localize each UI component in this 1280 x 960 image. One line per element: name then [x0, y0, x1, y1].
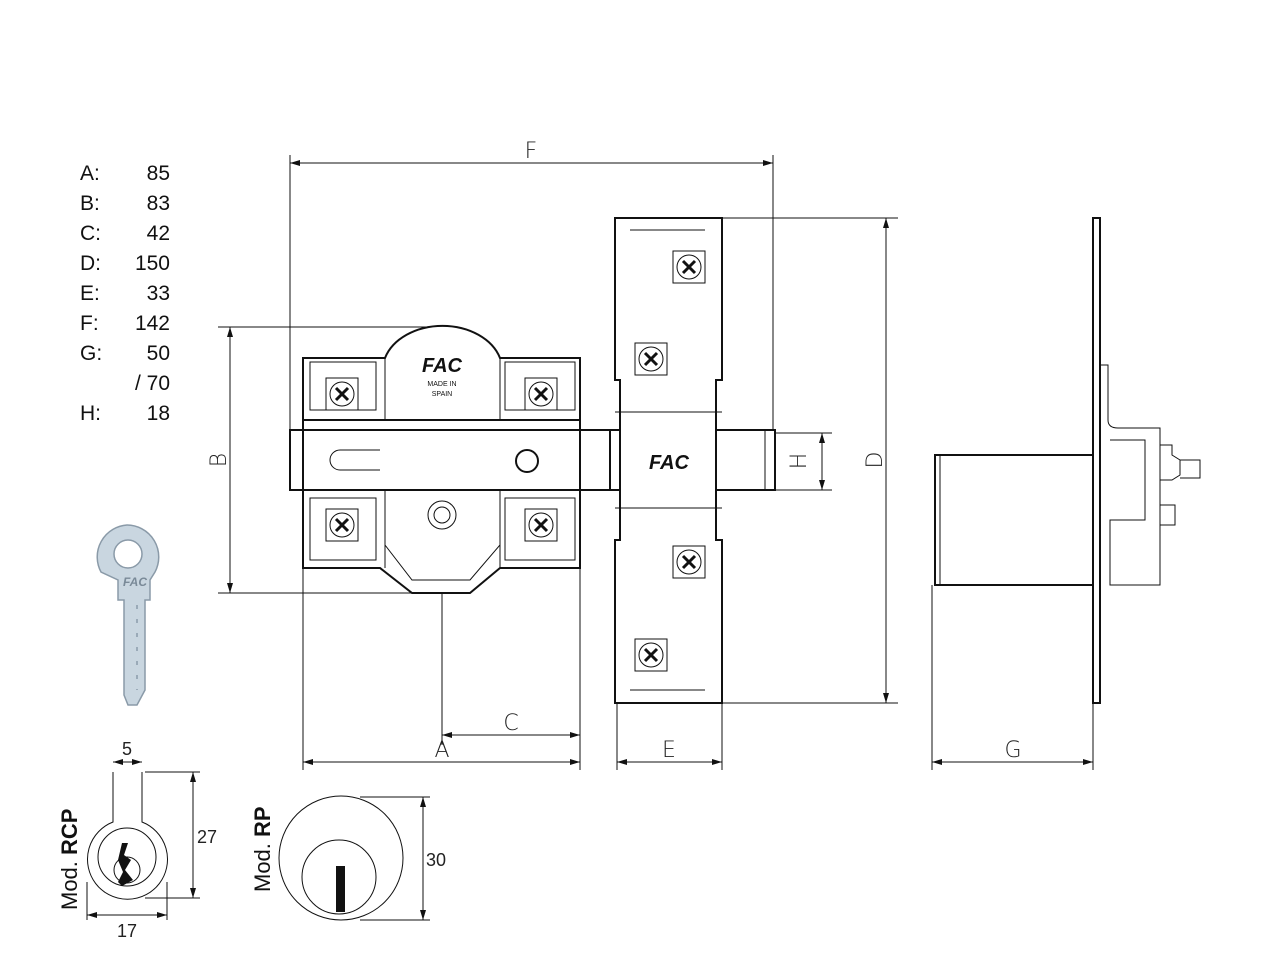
side-view	[934, 217, 1201, 704]
made-in-text: MADE IN	[427, 381, 456, 388]
rp-diameter: 30	[426, 850, 446, 870]
mod-name: RCP	[57, 809, 82, 855]
legend-key: F:	[80, 312, 99, 335]
dimension-label: G	[1004, 738, 1021, 763]
legend-key: D:	[80, 252, 101, 275]
mod-name: RP	[250, 806, 275, 837]
legend-key: C:	[80, 222, 101, 245]
dimension-legend: A: 85 B: 83 C: 42 D: 150 E: 33 F: 142 G:…	[80, 162, 170, 425]
fac-logo: FAC	[422, 355, 463, 377]
fac-logo-keeper: FAC	[649, 452, 690, 474]
rcp-width: 17	[117, 921, 137, 941]
dimension-f: F	[289, 139, 774, 440]
legend-value: 50	[147, 342, 170, 365]
legend-key: A:	[80, 162, 100, 185]
dimension-label: B	[207, 453, 232, 467]
profile-rp: Mod. RP 30	[250, 795, 446, 921]
rcp-height: 27	[197, 827, 217, 847]
keeper: FAC	[614, 217, 723, 704]
dimension-c: C	[441, 568, 581, 770]
dimension-label: D	[863, 452, 888, 469]
key-illustration: FAC	[96, 524, 160, 706]
lock-body: FAC MADE IN SPAIN	[289, 324, 776, 594]
dimension-h: H	[775, 432, 832, 491]
legend-key: H:	[80, 402, 101, 425]
dimension-label: A	[434, 738, 449, 763]
legend-key: B:	[80, 192, 100, 215]
mod-rcp-label: Mod. RCP	[57, 809, 82, 910]
dimension-label: C	[503, 711, 518, 736]
dimension-b: B	[207, 326, 440, 594]
legend-value: 33	[147, 282, 170, 305]
legend-key: G:	[80, 342, 102, 365]
legend-key: E:	[80, 282, 100, 305]
dimension-e: E	[616, 703, 723, 770]
spain-text: SPAIN	[432, 391, 453, 398]
rcp-width-top: 5	[122, 739, 132, 759]
profile-rcp: Mod. RCP 5 27 17	[57, 739, 217, 941]
dimension-label: F	[525, 139, 538, 164]
key-logo: FAC	[123, 575, 147, 589]
dimension-label: E	[662, 738, 676, 763]
mod-prefix: Mod.	[250, 837, 275, 892]
mod-prefix: Mod.	[57, 855, 82, 910]
dimension-a: A	[302, 568, 580, 770]
legend-value: 83	[147, 192, 170, 215]
legend-value: 142	[135, 312, 170, 335]
dimension-label: H	[787, 453, 812, 470]
legend-value: 85	[147, 162, 170, 185]
legend-value: 42	[147, 222, 170, 245]
dimension-d: D	[722, 217, 898, 704]
legend-value: / 70	[135, 372, 170, 395]
legend-value: 150	[135, 252, 170, 275]
dimension-g: G	[931, 585, 1094, 770]
legend-value: 18	[147, 402, 170, 425]
mod-rp-label: Mod. RP	[250, 806, 275, 892]
